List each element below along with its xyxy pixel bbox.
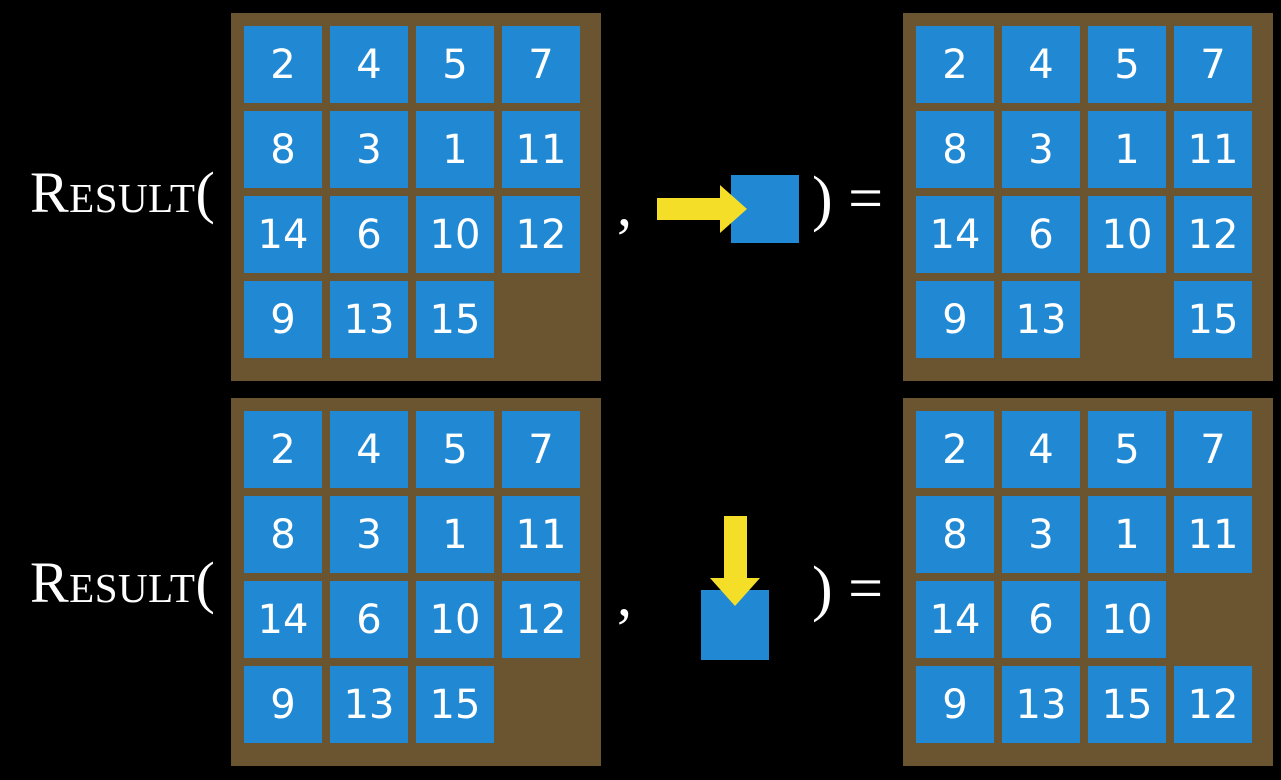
tile-empty (502, 666, 580, 743)
result-function-name-row-1: Result( (30, 550, 216, 615)
tile[interactable]: 6 (330, 196, 408, 273)
tile[interactable]: 2 (916, 26, 994, 103)
tile[interactable]: 11 (502, 496, 580, 573)
tile[interactable]: 15 (1088, 666, 1166, 743)
equation-row-0: Result( 2 4 5 7 8 3 1 11 14 6 10 12 9 13… (30, 13, 1273, 381)
tile[interactable]: 3 (1002, 496, 1080, 573)
tile[interactable]: 14 (916, 581, 994, 658)
tile-empty (1088, 281, 1166, 358)
tile[interactable]: 9 (916, 281, 994, 358)
tile[interactable]: 15 (1174, 281, 1252, 358)
tile[interactable]: 2 (244, 411, 322, 488)
tile[interactable]: 8 (916, 111, 994, 188)
tile[interactable]: 7 (1174, 411, 1252, 488)
tile[interactable]: 11 (1174, 496, 1252, 573)
tile[interactable]: 4 (330, 26, 408, 103)
tile[interactable]: 8 (244, 111, 322, 188)
tile[interactable]: 1 (1088, 496, 1166, 573)
tile[interactable]: 9 (244, 281, 322, 358)
tile[interactable]: 7 (502, 26, 580, 103)
tile[interactable]: 10 (1088, 581, 1166, 658)
tile[interactable]: 11 (1174, 111, 1252, 188)
input-board-row-0: 2 4 5 7 8 3 1 11 14 6 10 12 9 13 15 (231, 13, 601, 381)
tile[interactable]: 6 (1002, 581, 1080, 658)
tile[interactable]: 4 (330, 411, 408, 488)
argument-separator-row-1: , (617, 562, 632, 628)
tile[interactable]: 14 (916, 196, 994, 273)
tile[interactable]: 11 (502, 111, 580, 188)
tile[interactable]: 6 (1002, 196, 1080, 273)
tile[interactable]: 13 (330, 666, 408, 743)
tile[interactable]: 1 (416, 496, 494, 573)
tile[interactable]: 15 (416, 666, 494, 743)
tile[interactable]: 9 (244, 666, 322, 743)
tile[interactable]: 10 (416, 581, 494, 658)
tile[interactable]: 13 (1002, 666, 1080, 743)
tile[interactable]: 14 (244, 581, 322, 658)
tile[interactable]: 2 (916, 411, 994, 488)
tile[interactable]: 5 (416, 26, 494, 103)
tile[interactable]: 3 (1002, 111, 1080, 188)
tile[interactable]: 9 (916, 666, 994, 743)
closer-row-0: ) = (812, 165, 884, 233)
equation-row-1: Result( 2 4 5 7 8 3 1 11 14 6 10 12 9 13… (0, 390, 1281, 780)
tile[interactable]: 8 (244, 496, 322, 573)
result-function-name-row-0: Result( (30, 160, 216, 225)
tile[interactable]: 6 (330, 581, 408, 658)
tile[interactable]: 5 (1088, 26, 1166, 103)
tile[interactable]: 15 (416, 281, 494, 358)
arrow-right-icon (657, 185, 747, 233)
tile[interactable]: 4 (1002, 26, 1080, 103)
tile[interactable]: 10 (416, 196, 494, 273)
tile-empty (1174, 581, 1252, 658)
tile[interactable]: 7 (1174, 26, 1252, 103)
tile[interactable]: 5 (1088, 411, 1166, 488)
output-board-row-1: 2 4 5 7 8 3 1 11 14 6 10 9 13 15 12 (903, 398, 1273, 766)
tile[interactable]: 10 (1088, 196, 1166, 273)
tile[interactable]: 3 (330, 111, 408, 188)
tile[interactable]: 14 (244, 196, 322, 273)
tile[interactable]: 2 (244, 26, 322, 103)
tile[interactable]: 3 (330, 496, 408, 573)
tile[interactable]: 8 (916, 496, 994, 573)
tile[interactable]: 13 (330, 281, 408, 358)
slide-right-action[interactable] (650, 168, 810, 253)
output-board-row-0: 2 4 5 7 8 3 1 11 14 6 10 12 9 13 15 (903, 13, 1273, 381)
tile-empty (502, 281, 580, 358)
slide-down-action[interactable] (690, 508, 785, 668)
argument-separator-row-0: , (617, 172, 632, 238)
tile[interactable]: 7 (502, 411, 580, 488)
closer-row-1: ) = (812, 555, 884, 623)
result-function-label-row-0: Result( (30, 163, 215, 223)
tile[interactable]: 1 (416, 111, 494, 188)
tile[interactable]: 4 (1002, 411, 1080, 488)
tile[interactable]: 13 (1002, 281, 1080, 358)
arrow-down-icon (710, 516, 760, 606)
tile[interactable]: 1 (1088, 111, 1166, 188)
tile[interactable]: 12 (502, 196, 580, 273)
result-function-label-row-1: Result( (30, 553, 215, 613)
tile[interactable]: 12 (1174, 666, 1252, 743)
tile[interactable]: 12 (1174, 196, 1252, 273)
tile[interactable]: 5 (416, 411, 494, 488)
tile[interactable]: 12 (502, 581, 580, 658)
input-board-row-1: 2 4 5 7 8 3 1 11 14 6 10 12 9 13 15 (231, 398, 601, 766)
